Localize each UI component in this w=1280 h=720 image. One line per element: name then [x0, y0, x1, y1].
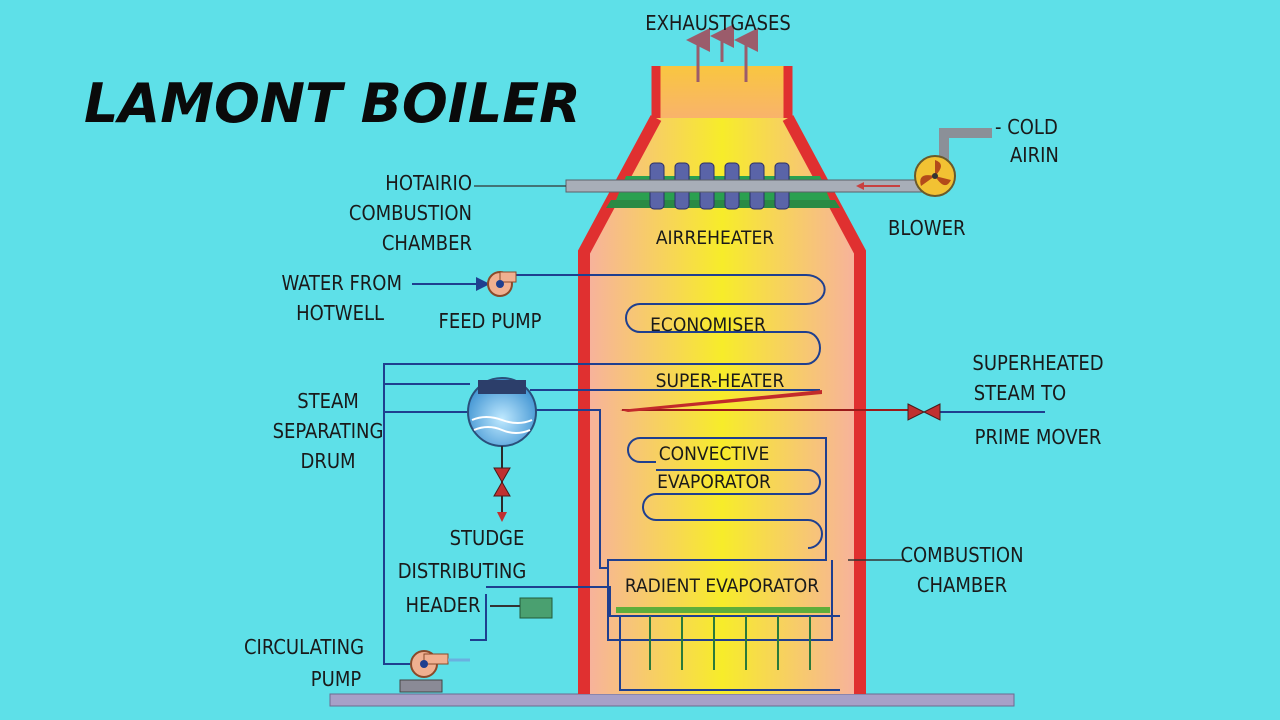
- page-title: LAMONT BOILER: [84, 72, 581, 135]
- superheated-steam-label-2: STEAM TO: [974, 381, 1066, 405]
- water-from-hotwell-label-1: WATER FROM: [281, 271, 402, 295]
- sludge-valve-icon: [493, 446, 511, 522]
- feed-pump-icon: [487, 271, 517, 297]
- prime-mover-label: PRIME MOVER: [975, 425, 1102, 449]
- distributing-header-label-2: HEADER: [406, 593, 481, 617]
- cold-air-label-2: AIRIN: [1010, 143, 1059, 167]
- sludge-label: STUDGE: [450, 526, 525, 550]
- steam-lines: [384, 383, 1045, 691]
- feed-pump-label: FEED PUMP: [438, 309, 541, 333]
- drum-label-3: DRUM: [300, 449, 355, 473]
- drum-label-2: SEPARATING: [273, 419, 384, 443]
- circulating-pump-label-2: PUMP: [311, 667, 362, 691]
- radient-evaporator-tubes: [616, 607, 830, 670]
- radient-evaporator-label: RADIENT EVAPORATOR: [625, 575, 819, 597]
- hot-air-label-3: CHAMBER: [382, 231, 472, 255]
- super-heater-label: SUPER-HEATER: [656, 370, 785, 392]
- combustion-chamber-label-2: CHAMBER: [917, 573, 1007, 597]
- superheated-steam-label-1: SUPERHEATED: [972, 351, 1103, 375]
- combustion-chamber-label-1: COMBUSTION: [900, 543, 1023, 567]
- boiler-shell: [578, 66, 866, 694]
- drum-label-1: STEAM: [297, 389, 359, 413]
- blower-icon: [914, 155, 956, 197]
- convective-evaporator-label-2: EVAPORATOR: [657, 471, 771, 493]
- ground-base: [329, 693, 1015, 707]
- hot-air-label-1: HOTAIRIO: [385, 171, 472, 195]
- economiser-label: ECONOMISER: [650, 314, 766, 336]
- exhaust-arrows: [686, 24, 758, 82]
- steam-outlet-valve-icon: [907, 403, 941, 421]
- cold-air-label-1: - COLD: [995, 115, 1058, 139]
- water-from-hotwell-label-2: HOTWELL: [296, 301, 384, 325]
- super-heater-tube: [620, 390, 822, 412]
- distributing-header-icon: [490, 597, 553, 619]
- steam-separating-drum: [467, 377, 537, 447]
- blower-label: BLOWER: [888, 216, 965, 240]
- hot-air-label-2: COMBUSTION: [349, 201, 472, 225]
- circulating-pump-icon: [399, 650, 470, 693]
- exhaust-gases-label: EXHAUSTGASES: [645, 11, 791, 35]
- economiser-coil: [383, 274, 826, 665]
- convective-evaporator-label-1: CONVECTIVE: [659, 443, 770, 465]
- distributing-header-label-1: DISTRIBUTING: [398, 559, 527, 583]
- circulating-pump-label-1: CIRCULATING: [244, 635, 364, 659]
- air-preheater-label: AIRREHEATER: [656, 227, 774, 249]
